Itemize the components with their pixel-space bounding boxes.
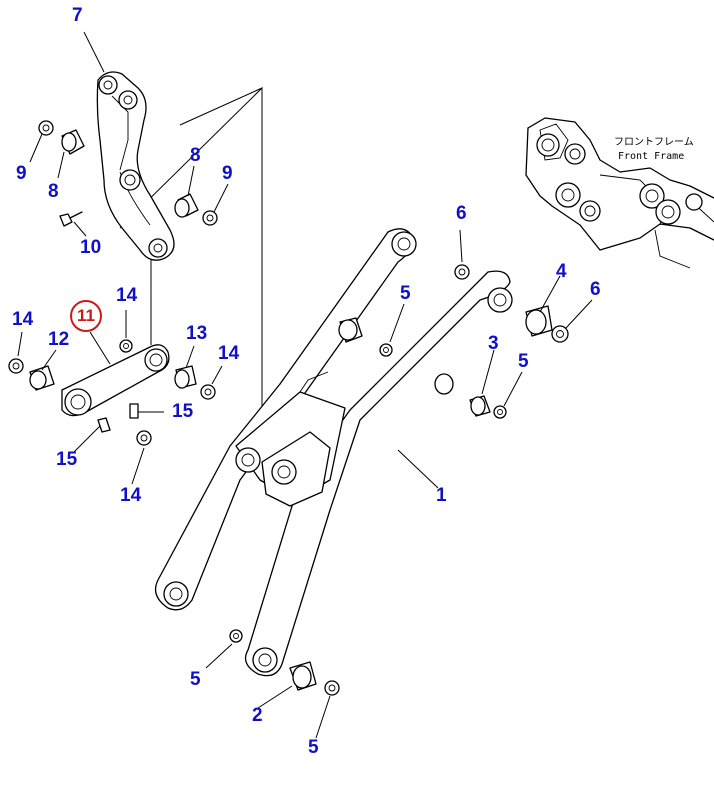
label-part-13: 13 — [186, 323, 208, 344]
label-part-10: 10 — [80, 237, 102, 258]
bell-crank-hardware — [38, 120, 218, 227]
label-part-5: 5 — [308, 737, 319, 758]
front-frame-label-en: Front Frame — [618, 151, 685, 162]
label-part-2: 2 — [252, 705, 263, 726]
lift-arm — [154, 228, 513, 677]
bracket-lines — [119, 86, 263, 440]
label-part-8: 8 — [190, 145, 201, 166]
label-part-12: 12 — [48, 329, 70, 350]
label-part-6: 6 — [456, 203, 467, 224]
highlighted-part-11: 11 — [70, 300, 102, 332]
label-part-14: 14 — [116, 285, 138, 306]
label-part-6: 6 — [590, 279, 601, 300]
label-part-5: 5 — [518, 351, 529, 372]
label-part-1: 1 — [436, 485, 447, 506]
label-part-14: 14 — [12, 309, 34, 330]
label-part-8: 8 — [48, 181, 59, 202]
label-part-15: 15 — [172, 401, 194, 422]
label-part-14: 14 — [218, 343, 240, 364]
label-part-14: 14 — [120, 485, 142, 506]
label-part-5: 5 — [400, 283, 411, 304]
label-part-3: 3 — [488, 333, 499, 354]
label-part-9: 9 — [16, 163, 27, 184]
label-part-9: 9 — [222, 163, 233, 184]
label-part-15: 15 — [56, 449, 78, 470]
front-frame-label-jp: フロントフレーム — [614, 137, 694, 148]
lift-arm-hardware — [229, 264, 569, 696]
label-part-7: 7 — [72, 5, 83, 26]
front-frame — [525, 117, 714, 269]
label-part-4: 4 — [556, 261, 567, 282]
bell-crank — [96, 71, 175, 261]
leader-lines — [17, 31, 593, 739]
link-assembly — [8, 339, 216, 446]
label-part-5: 5 — [190, 669, 201, 690]
